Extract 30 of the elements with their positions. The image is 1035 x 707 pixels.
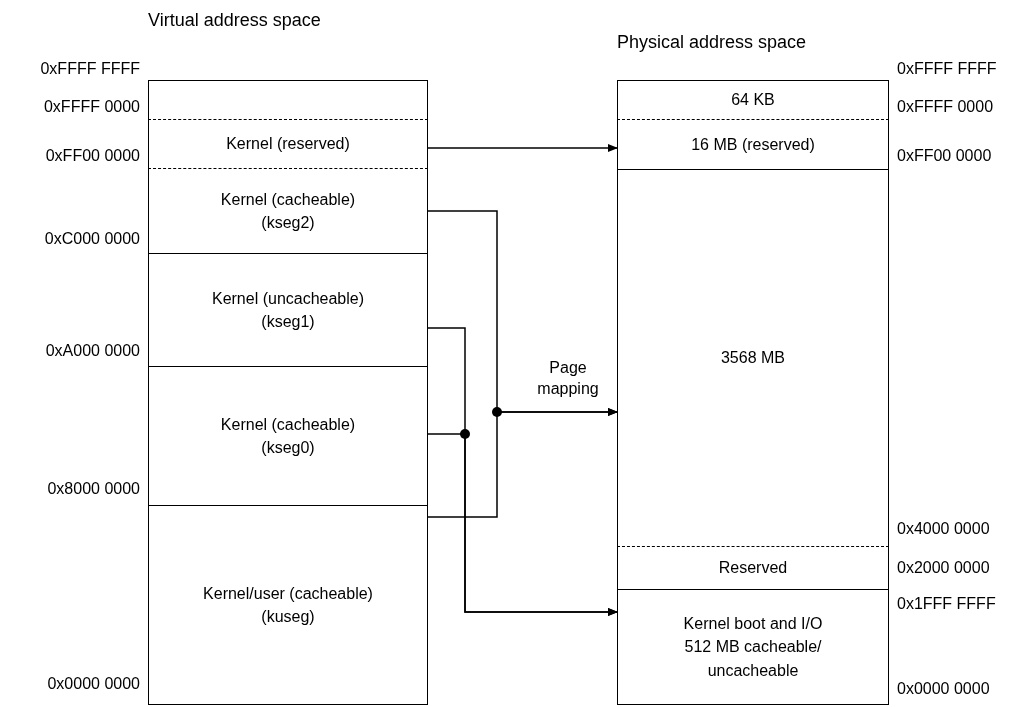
memory-segment: Reserved [617, 547, 889, 590]
memory-segment: Kernel (uncacheable) (kseg1) [148, 254, 428, 367]
address-label: 0xFFFF 0000 [897, 98, 994, 116]
address-label: 0xFFFF FFFF [40, 60, 140, 78]
arrow [427, 433, 618, 616]
address-label: 0xFF00 0000 [45, 147, 140, 165]
memory-segment: 16 MB (reserved) [617, 120, 889, 170]
address-label: 0x2000 0000 [897, 559, 990, 577]
memory-segment: 3568 MB [617, 170, 889, 547]
address-label: 0x1FFF FFFF [897, 595, 996, 613]
address-label: 0x8000 0000 [47, 480, 140, 498]
column-heading: Virtual address space [148, 10, 321, 31]
arrow [427, 408, 618, 518]
address-label: 0xFF00 0000 [897, 147, 992, 165]
address-label: 0xA000 0000 [45, 342, 140, 360]
memory-segment: Kernel/user (cacheable) (kuseg) [148, 506, 428, 705]
memory-segment: Kernel (cacheable) (kseg2) [148, 169, 428, 254]
memory-segment: Kernel (cacheable) (kseg0) [148, 367, 428, 506]
memory-segment [148, 80, 428, 120]
address-label: 0x4000 0000 [897, 520, 990, 538]
memory-segment: Kernel (reserved) [148, 120, 428, 169]
address-label: 0xFFFF 0000 [43, 98, 140, 116]
address-label: 0x0000 0000 [47, 675, 140, 693]
address-label: 0xFFFF FFFF [897, 60, 997, 78]
arrow [427, 144, 618, 152]
address-label: 0x0000 0000 [897, 680, 990, 698]
address-label: 0xC000 0000 [44, 230, 140, 248]
memory-segment: 64 KB [617, 80, 889, 120]
column-heading: Physical address space [617, 32, 807, 53]
memory-segment: Kernel boot and I/O 512 MB cacheable/ uncacheable [617, 590, 889, 705]
